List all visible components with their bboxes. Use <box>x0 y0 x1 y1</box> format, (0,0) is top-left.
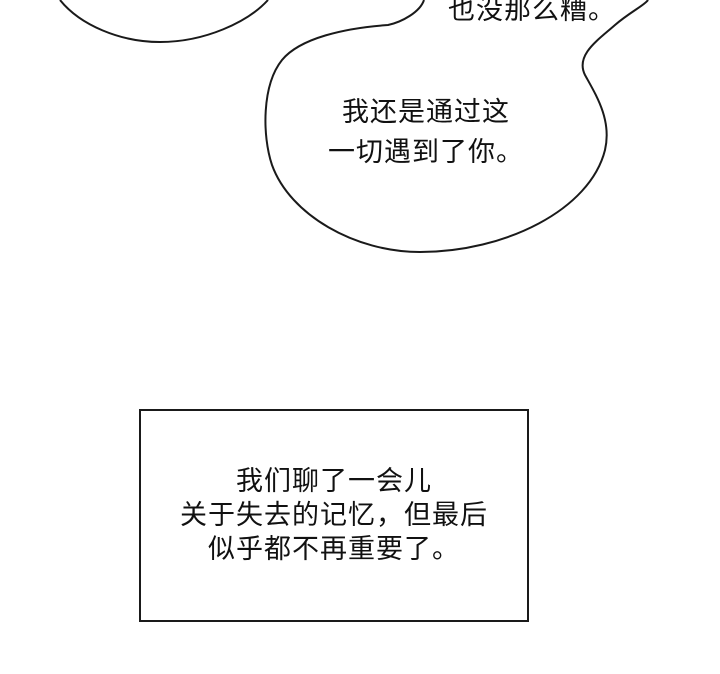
speech-line: 我还是通过这 <box>342 97 510 128</box>
narration-line: 关于失去的记忆，但最后 <box>180 500 488 531</box>
narration-line: 似乎都不再重要了。 <box>208 534 460 565</box>
speech-line: 也没那么糟。 <box>448 0 616 26</box>
narration-box: 我们聊了一会儿 关于失去的记忆，但最后 似乎都不再重要了。 <box>139 409 529 622</box>
narration-line: 我们聊了一会儿 <box>236 466 432 497</box>
narration-text: 我们聊了一会儿 关于失去的记忆，但最后 似乎都不再重要了。 <box>141 465 527 567</box>
speech-bubble-top-left <box>59 0 269 44</box>
speech-bubble-main <box>264 0 649 254</box>
speech-line: 一切遇到了你。 <box>328 137 524 168</box>
speech-text-main: 我还是通过这 一切遇到了你。 <box>318 93 534 173</box>
speech-text-top-fragment: 也没那么糟。 <box>448 0 616 31</box>
